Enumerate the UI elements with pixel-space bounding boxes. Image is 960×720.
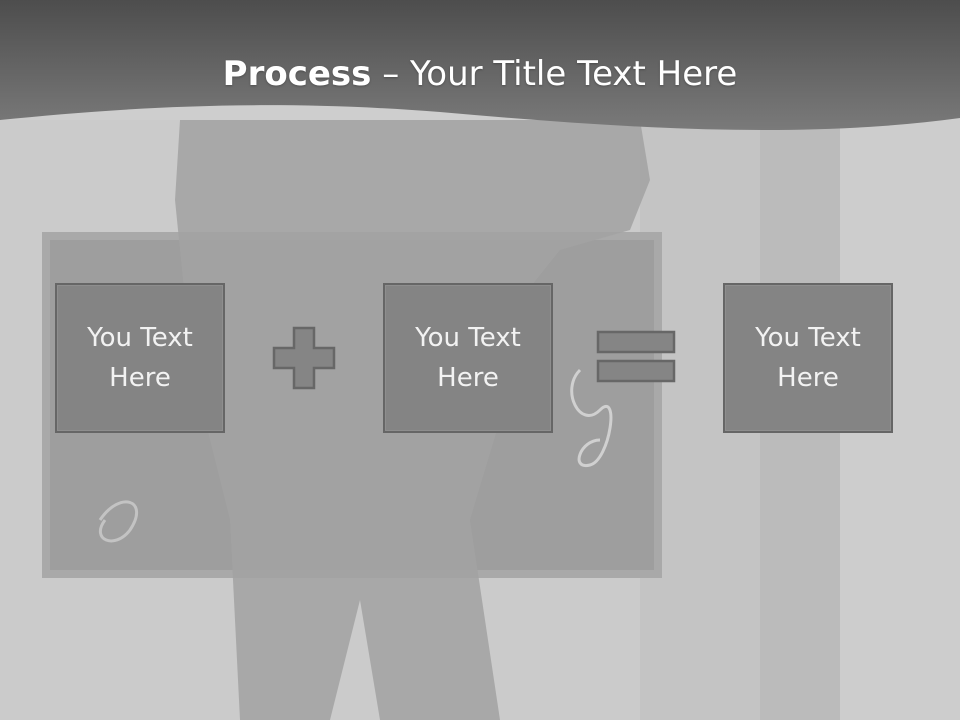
title-rest: Your Title Text Here xyxy=(410,54,738,94)
title-bold: Process xyxy=(222,54,372,94)
text-box-3-label: You Text Here xyxy=(755,323,861,393)
slide-title: Process – Your Title Text Here xyxy=(0,52,960,96)
equals-icon xyxy=(596,330,676,383)
text-box-1-label: You Text Here xyxy=(87,323,193,393)
text-box-1: You Text Here xyxy=(55,283,225,433)
title-separator: – xyxy=(371,54,411,94)
text-box-2: You Text Here xyxy=(383,283,553,433)
plus-icon xyxy=(272,326,336,390)
text-box-3: You Text Here xyxy=(723,283,893,433)
text-box-2-label: You Text Here xyxy=(415,323,521,393)
